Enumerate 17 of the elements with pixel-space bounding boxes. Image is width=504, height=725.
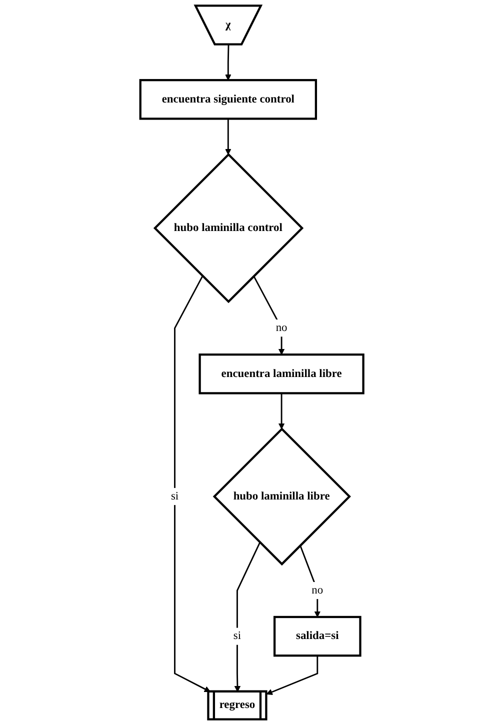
node-box: salida=si (274, 616, 362, 657)
node-box: encuentra laminilla libre (198, 354, 365, 394)
arrow (225, 44, 232, 80)
node-diamond: hubo laminilla control (154, 152, 304, 304)
node-diamond: hubo laminilla libre (213, 427, 352, 566)
arrow (266, 656, 318, 695)
arrow (253, 276, 285, 355)
edge-label: si (234, 630, 242, 642)
node-box: encuentra siguiente control (139, 79, 318, 120)
arrow (174, 276, 211, 692)
arrow (300, 545, 321, 618)
arrow (234, 542, 261, 692)
edge-label: no (312, 584, 324, 596)
edge-label: si (171, 490, 179, 502)
arrow (225, 118, 232, 155)
arrow (278, 393, 285, 430)
edge-label: no (276, 322, 288, 334)
